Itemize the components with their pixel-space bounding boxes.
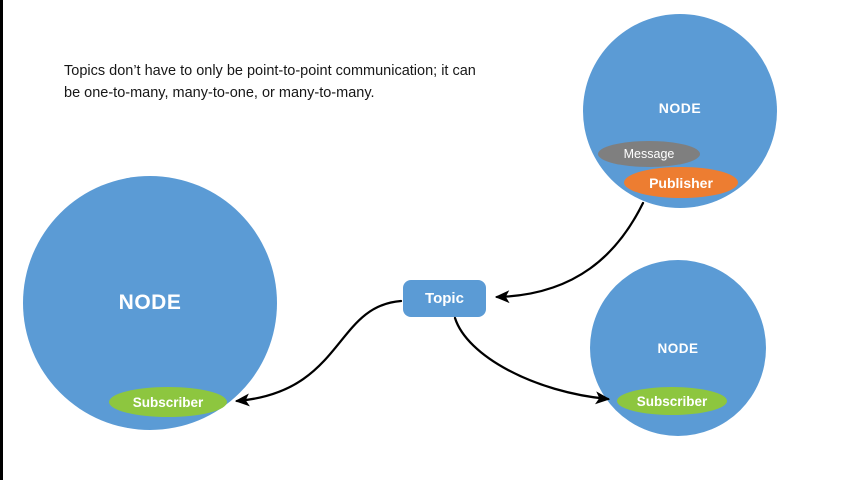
message-label: Message [623, 147, 675, 161]
node-label-bottom-right: NODE [657, 340, 699, 356]
arrow-topic-to-right-subscriber [453, 316, 611, 405]
publisher-ellipse: Publisher [624, 167, 738, 198]
caption-text: Topics don’t have to only be point-to-po… [64, 63, 476, 102]
topic-label: Topic [425, 290, 464, 307]
node-label-top-right: NODE [658, 100, 702, 116]
subscriber-ellipse-left: Subscriber [109, 387, 227, 417]
message-ellipse: Message [598, 141, 700, 167]
publisher-label: Publisher [649, 174, 713, 191]
subscriber-label-right: Subscriber [636, 393, 708, 409]
subscriber-ellipse-right: Subscriber [617, 387, 727, 415]
node-label-left: NODE [118, 291, 182, 314]
left-edge-bar [0, 0, 3, 480]
subscriber-label-left: Subscriber [132, 394, 204, 410]
topic-box: Topic [403, 280, 486, 317]
